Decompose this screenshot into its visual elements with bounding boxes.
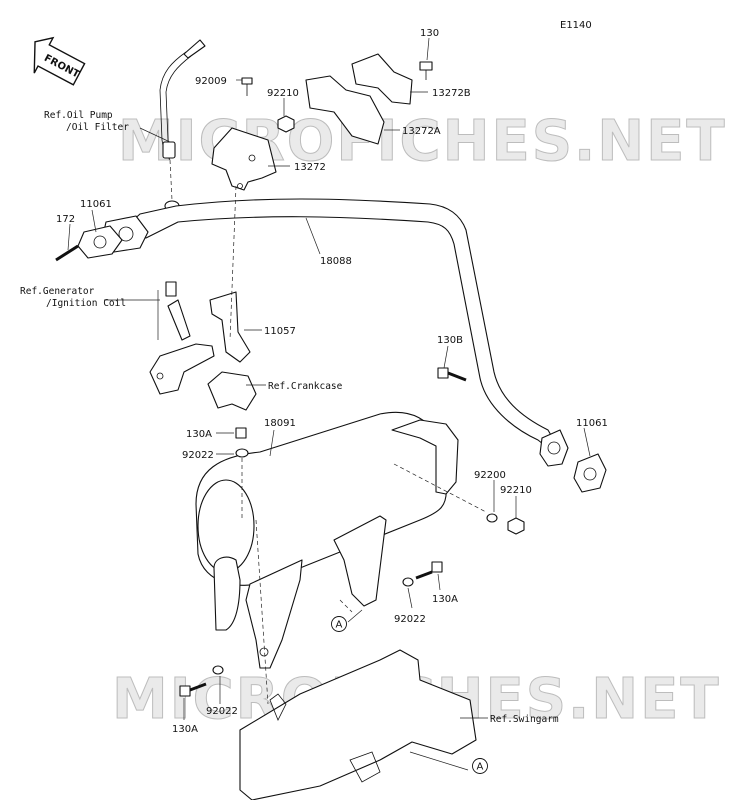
label-130B: 130B — [437, 335, 463, 346]
svg-text:A: A — [477, 762, 484, 773]
pipe-flange-right — [539, 429, 569, 467]
reference-marker-a-1: A — [331, 616, 347, 632]
label-13272B: 13272B — [432, 88, 471, 99]
label-ref-crankcase: Ref.Crankcase — [268, 381, 343, 392]
label-ref-generator: Ref.Generator — [20, 286, 95, 297]
label-11061-left: 11061 — [80, 199, 112, 210]
svg-text:A: A — [336, 620, 343, 631]
bolt-130B — [437, 367, 467, 382]
label-ref-ignition-coil: /Ignition Coil — [46, 298, 126, 309]
label-18088: 18088 — [320, 256, 352, 267]
label-130A-lower: 130A — [172, 724, 198, 735]
washer-92022-lower — [212, 665, 224, 675]
bolt-130-top — [419, 61, 433, 80]
label-92022-right: 92022 — [394, 614, 426, 625]
label-ref-oil-filter: /Oil Filter — [66, 122, 129, 133]
diagram-code: E1140 — [560, 20, 592, 31]
label-ref-oil-pump: Ref.Oil Pump — [44, 110, 113, 121]
crankcase-mount — [207, 371, 257, 411]
label-130A-upper: 130A — [186, 429, 212, 440]
muffler-18091 — [195, 411, 459, 669]
gasket-11061-right — [573, 453, 607, 493]
bolt-130A-right — [415, 561, 443, 580]
exhaust-pipe-18088 — [101, 198, 557, 449]
label-92200: 92200 — [474, 470, 506, 481]
label-92009: 92009 — [195, 76, 227, 87]
watermark-top: MICROFICHES.NET — [118, 109, 727, 174]
label-172: 172 — [56, 214, 75, 225]
bracket-11057 — [165, 281, 251, 363]
bolt-130A-lower — [179, 682, 207, 697]
heat-shield-13272B — [351, 53, 413, 105]
washer-92022-upper — [235, 448, 249, 458]
heat-shield-13272A — [305, 75, 385, 145]
leader-lines — [67, 37, 591, 771]
label-92022-upper: 92022 — [182, 450, 214, 461]
bolt-130A-upper — [235, 427, 247, 439]
washer-92200 — [486, 513, 498, 523]
swingarm — [239, 649, 477, 800]
nut-92210-right — [507, 517, 525, 535]
bracket-13272 — [211, 127, 277, 191]
oil-pipe — [159, 39, 206, 161]
nut-92210-top — [277, 115, 295, 133]
label-13272A: 13272A — [402, 126, 441, 137]
label-13272: 13272 — [294, 162, 326, 173]
front-arrow-icon: FRONT — [33, 36, 86, 86]
bolt-92009 — [241, 77, 253, 96]
washer-92022-right — [402, 577, 414, 587]
stud-172 — [55, 244, 79, 262]
label-130-top: 130 — [420, 28, 439, 39]
label-18091: 18091 — [264, 418, 296, 429]
label-92022-lower: 92022 — [206, 706, 238, 717]
generator-mount — [149, 343, 215, 395]
label-130A-right: 130A — [432, 594, 458, 605]
reference-marker-a-2: A — [472, 758, 488, 774]
label-ref-swingarm: Ref.Swingarm — [490, 714, 559, 725]
label-11057: 11057 — [264, 326, 296, 337]
label-92210-top: 92210 — [267, 88, 299, 99]
label-92210-right: 92210 — [500, 485, 532, 496]
label-11061-right: 11061 — [576, 418, 608, 429]
